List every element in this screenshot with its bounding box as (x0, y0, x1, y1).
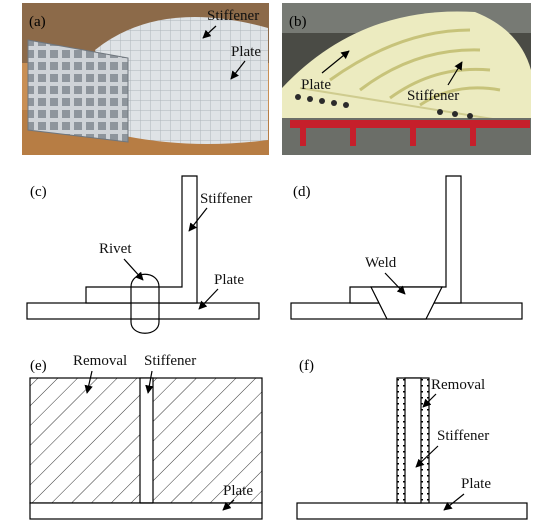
rivet-c-label: Rivet (99, 241, 132, 257)
panel-a-label: (a) (29, 14, 46, 30)
panel-f: (f) Removal Stiffener Plate (296, 358, 528, 520)
plate-c-arrow (198, 288, 219, 310)
photo-a-stiffener-label: Stiffener (207, 8, 259, 24)
removal-f-label: Removal (431, 377, 485, 393)
stiffener-f-label: Stiffener (437, 428, 489, 444)
stiffener-c-arrow (188, 207, 208, 232)
removal-e-arrow (84, 370, 93, 394)
panel-d: (d) Weld (290, 175, 523, 320)
panel-c-label: (c) (30, 184, 47, 200)
rivet-c-arrow (123, 258, 144, 281)
plate-f (296, 502, 528, 520)
weld-d (370, 286, 443, 320)
stiffener-e-arrow (145, 370, 154, 394)
stiffener-f-arrow (415, 445, 439, 468)
photo-a-plate-label: Plate (231, 44, 261, 60)
stiffener-e (139, 377, 154, 504)
stiffener-c-label: Stiffener (200, 191, 252, 207)
photo-b (282, 3, 531, 155)
photo-b-stiffener-arrow (447, 61, 463, 86)
panel-e: (e) Removal Stiffener Plate (29, 353, 263, 520)
panel-e-label: (e) (30, 358, 47, 374)
panel-d-label: (d) (293, 184, 311, 200)
weld-d-label: Weld (365, 255, 397, 271)
plate-e-arrow (222, 499, 235, 511)
panel-b: (b) Plate Stiffener (282, 3, 531, 155)
photo-a-plate-arrow (230, 60, 246, 80)
panel-c: (c) Stiffener Rivet Plate (26, 175, 260, 334)
panel-b-label: (b) (289, 14, 307, 30)
stiffener-f (404, 377, 422, 504)
plate-c-label: Plate (214, 272, 244, 288)
photo-b-plate-label: Plate (301, 77, 331, 93)
removal-e-label: Removal (73, 353, 127, 369)
stiffener-e-label: Stiffener (144, 353, 196, 369)
plate-f-label: Plate (461, 476, 491, 492)
stiffener-d (349, 175, 462, 304)
plate-f-arrow (443, 493, 465, 511)
photo-a (22, 3, 269, 155)
photo-a-stiffener-arrow (202, 25, 217, 39)
removal-f-arrow (422, 393, 437, 408)
plate-e-label: Plate (223, 483, 253, 499)
photo-b-stiffener-label: Stiffener (407, 88, 459, 104)
photo-b-plate-arrow (321, 50, 350, 74)
rivet-c (130, 273, 160, 334)
panel-a: (a) Stiffener Plate (22, 3, 269, 155)
panel-f-label: (f) (299, 358, 314, 374)
stiffener-c (85, 175, 198, 304)
weld-d-arrow (384, 272, 406, 295)
